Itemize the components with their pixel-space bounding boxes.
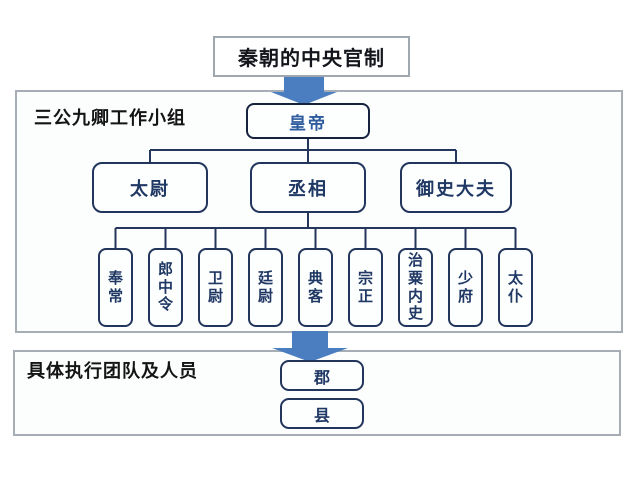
node-minister-label: 太仆 (507, 268, 523, 305)
node-minister-tingwei: 廷尉 (248, 248, 283, 327)
node-minister-shaofu: 少府 (448, 248, 483, 327)
node-minister-langzhongling: 郎中令 (148, 248, 183, 327)
node-jun-label: 郡 (313, 367, 330, 387)
diagram-title-box: 秦朝的中央官制 (213, 36, 410, 77)
node-emperor: 皇帝 (246, 103, 370, 139)
down-arrow-bottom-icon (272, 348, 348, 362)
node-minister-label: 卫尉 (207, 268, 223, 305)
node-minister-label: 宗正 (357, 268, 373, 305)
down-arrow-top-stem (284, 76, 324, 93)
node-minister-zhisuneishi: 治粟内史 (398, 248, 433, 327)
down-arrow-bottom-stem (292, 331, 328, 349)
node-minister-label: 少府 (457, 268, 473, 305)
node-emperor-label: 皇帝 (289, 113, 327, 134)
section-bottom-label: 具体执行团队及人员 (27, 361, 198, 382)
node-minister-label: 郎中令 (157, 259, 173, 314)
node-minister-weiwei: 卫尉 (198, 248, 233, 327)
node-minister-zongzheng: 宗正 (348, 248, 383, 327)
node-minister-dianke: 典客 (298, 248, 333, 327)
node-xian-label: 县 (313, 405, 330, 425)
node-minister-label: 典客 (307, 268, 323, 305)
node-yushidafu: 御史大夫 (400, 162, 512, 213)
node-taiwei-label: 太尉 (130, 178, 170, 200)
node-jun: 郡 (280, 360, 364, 391)
node-xian: 县 (280, 398, 364, 429)
node-minister-label: 治粟内史 (407, 251, 423, 323)
node-yushidafu-label: 御史大夫 (416, 178, 496, 200)
node-minister-label: 奉常 (107, 268, 123, 305)
down-arrow-top-icon (271, 92, 337, 105)
node-taiwei: 太尉 (92, 162, 208, 213)
section-middle-label: 三公九卿工作小组 (34, 108, 186, 129)
node-minister-label: 廷尉 (257, 268, 273, 305)
node-chengxiang: 丞相 (250, 162, 366, 213)
diagram-title-text: 秦朝的中央官制 (238, 46, 385, 70)
node-minister-fengchang: 奉常 (98, 248, 133, 327)
node-chengxiang-label: 丞相 (288, 178, 328, 200)
node-minister-taipu: 太仆 (498, 248, 533, 327)
